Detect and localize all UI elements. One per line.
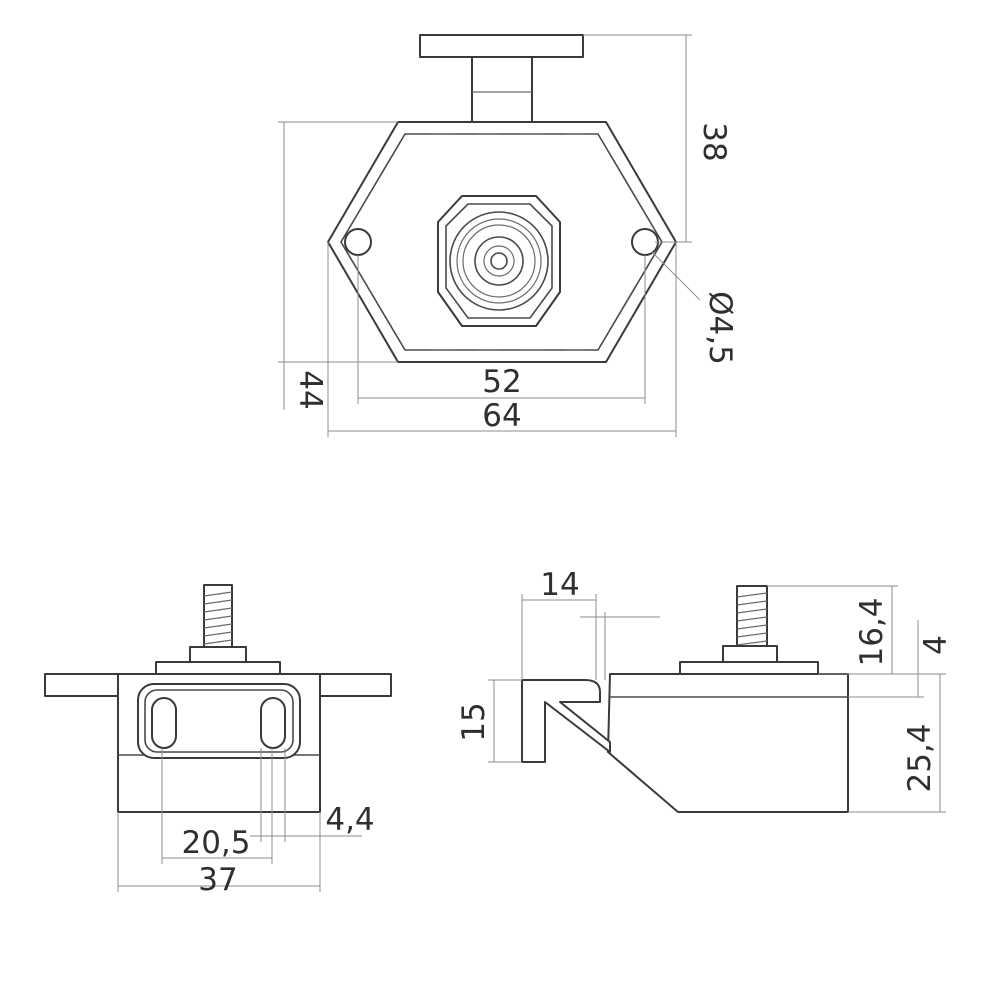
- front-view: 20,5 4,4 37: [44, 584, 392, 898]
- dim-side-4: 4: [918, 635, 954, 655]
- side-dimension-lines: [488, 585, 946, 813]
- mounting-hole-right: [631, 228, 659, 256]
- side-push-button: [521, 679, 611, 763]
- front-dimension-lines: [117, 748, 362, 892]
- dim-front-37: 37: [198, 862, 237, 898]
- dim-side-25-4: 25,4: [902, 723, 938, 792]
- dim-top-64: 64: [482, 398, 521, 434]
- top-knob: [419, 34, 584, 124]
- front-inner-plate: [137, 683, 301, 759]
- dim-side-14: 14: [540, 567, 579, 603]
- dim-side-16-4: 16,4: [854, 597, 890, 666]
- dim-top-hole-diameter: Ø4,5: [702, 291, 738, 365]
- dim-side-15: 15: [456, 702, 492, 741]
- mounting-hole-left: [344, 228, 372, 256]
- side-threaded-stud: [679, 585, 819, 675]
- slot-left: [151, 697, 177, 749]
- dim-top-38: 38: [696, 122, 732, 161]
- side-body: [607, 673, 849, 813]
- hexagon-inner-outline: [340, 133, 663, 351]
- dim-front-20-5: 20,5: [181, 825, 250, 861]
- top-view: 38 44 52 64 Ø4,5: [278, 34, 738, 437]
- dim-top-44: 44: [292, 370, 328, 409]
- top-dimension-lines: [278, 34, 701, 437]
- top-rib-marks: [430, 133, 585, 351]
- dim-top-52: 52: [482, 364, 521, 400]
- center-button: [437, 195, 561, 327]
- front-threaded-stud: [155, 584, 281, 675]
- side-view: 14 15 16,4 4 25,4: [456, 567, 954, 813]
- slot-right: [260, 697, 286, 749]
- dim-front-4-4: 4,4: [325, 802, 374, 838]
